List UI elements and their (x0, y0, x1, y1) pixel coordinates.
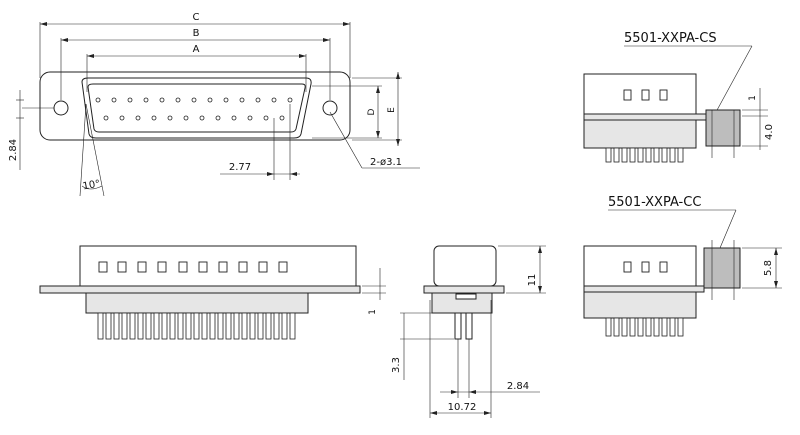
mounting-hole-left (53, 100, 69, 116)
end-flange (423, 285, 505, 294)
pin-row-top (95, 97, 293, 103)
cc-board (703, 247, 741, 289)
dim-2-77-label: 2.77 (229, 162, 251, 173)
end-view: 11 3.3 2.84 10.72 (391, 245, 546, 418)
front-flange (39, 71, 351, 141)
dim-1-cs-label: 1 (748, 95, 758, 101)
dim-2-84-bottom-label: 2.84 (507, 381, 529, 392)
part-cc-label: 5501-XXPA-CC (608, 195, 701, 210)
cc-variant-view: 5501-XXPA-CC 5.8 (583, 195, 782, 337)
end-housing (433, 245, 497, 287)
dim-3-3-label: 3.3 (391, 357, 402, 373)
d-shell-inner (87, 83, 306, 133)
mounting-hole-right (322, 100, 338, 116)
d-shell-outer (81, 77, 312, 139)
side-lower-body (85, 292, 309, 314)
cs-board (705, 109, 741, 147)
side-flange (39, 285, 361, 294)
dim-angle-label: 10° (82, 179, 101, 193)
cs-variant-view: 5501-XXPA-CS 1 4.0 (583, 31, 775, 163)
dim-a-label: A (193, 44, 200, 55)
dim-11-label: 11 (527, 274, 538, 287)
dim-e-label: E (387, 107, 397, 113)
side-view: 1 (39, 245, 386, 340)
part-cs-label: 5501-XXPA-CS (624, 31, 717, 46)
side-housing (79, 245, 357, 287)
side-pins (97, 312, 296, 340)
dim-4-0-label: 4.0 (764, 124, 775, 140)
dim-10-72-label: 10.72 (448, 402, 477, 413)
dim-d-label: D (367, 108, 377, 115)
dim-2-84-left-label: 2.84 (8, 139, 19, 161)
pin-row-bottom (103, 115, 285, 121)
dim-c-label: C (193, 12, 200, 23)
dim-5-8-label: 5.8 (763, 260, 774, 276)
front-view: C B A (8, 12, 420, 197)
dim-hole-label: 2-ø3.1 (370, 157, 402, 168)
dim-b-label: B (193, 28, 200, 39)
dim-1-side-label: 1 (368, 309, 378, 315)
